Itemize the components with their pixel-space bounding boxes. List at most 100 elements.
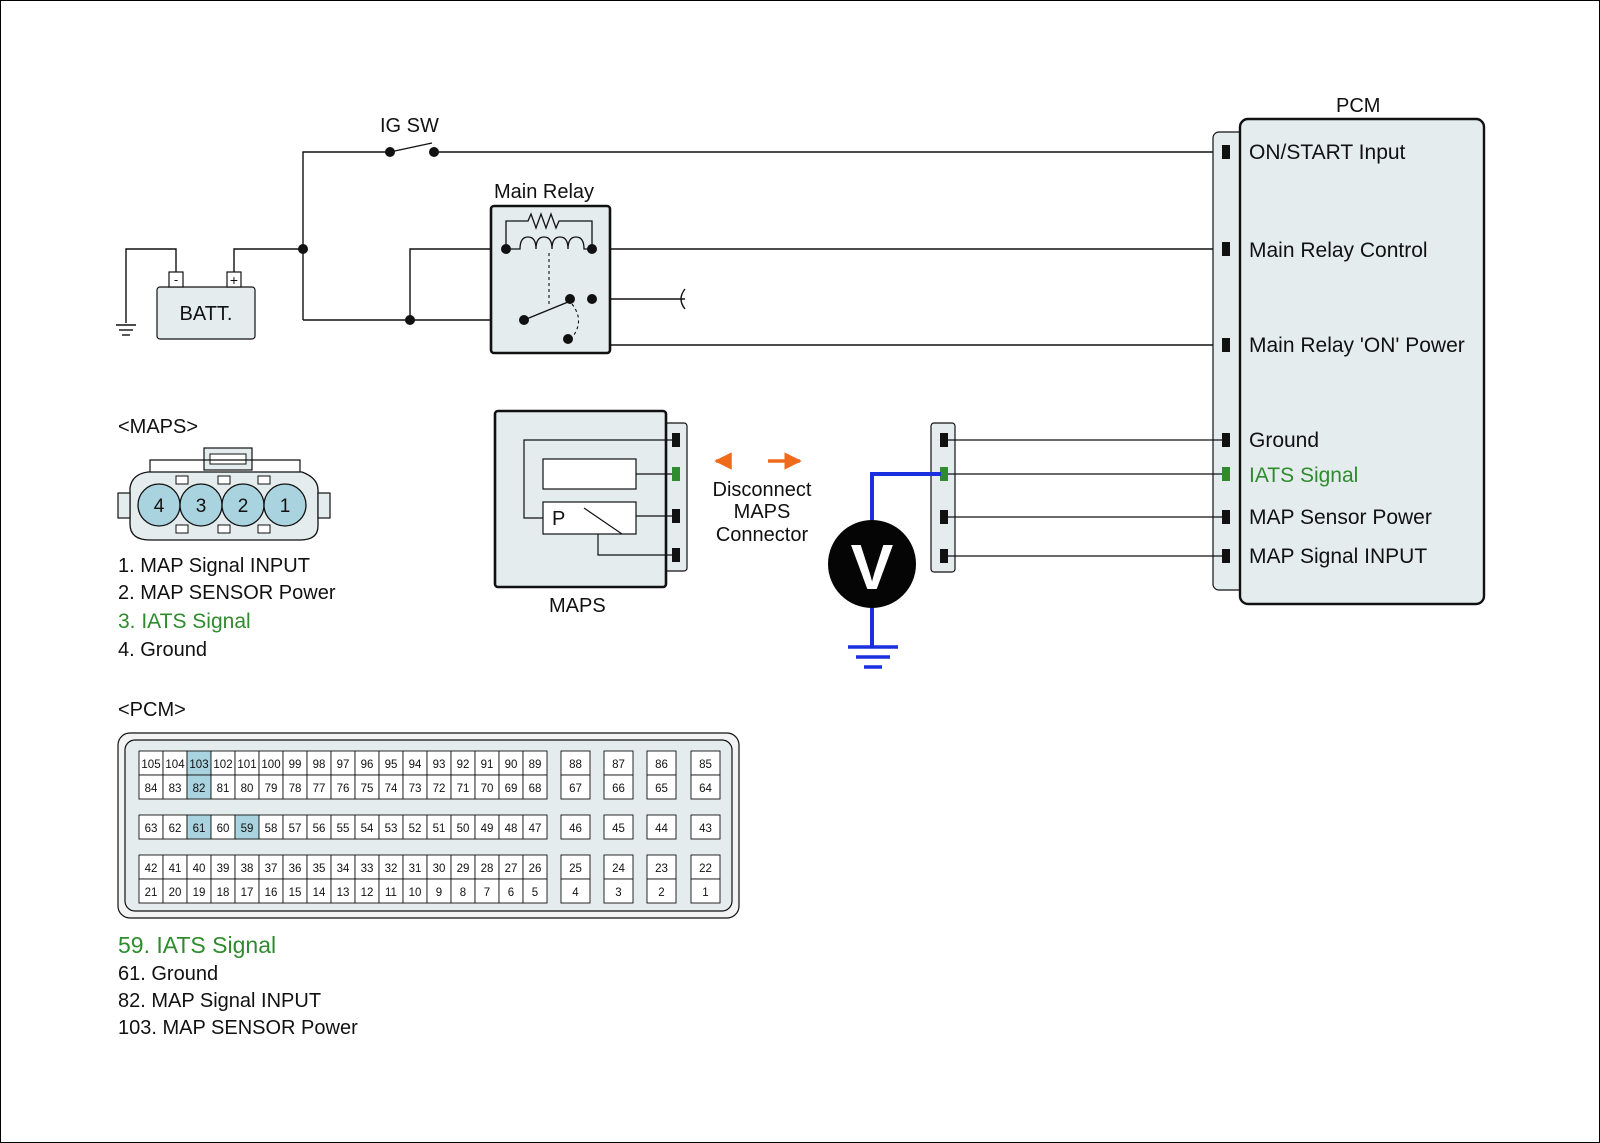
pcm-pin-cell [402, 878, 428, 904]
pcm-pin-label: 43 [699, 823, 712, 835]
pcm-pin-label: 103 [189, 759, 208, 771]
pcm-pin-label: 59 [241, 823, 254, 835]
pcm-pin-label: 31 [409, 863, 422, 875]
pcm-terminal-on-start: ON/START Input [1249, 141, 1406, 164]
pcm-pin-cell [282, 750, 308, 776]
pcm-pin-cell [258, 750, 284, 776]
pcm-pin-cell [690, 878, 721, 904]
pcm-pin-label: 13 [337, 887, 350, 899]
pcm-pin-label: 33 [361, 863, 374, 875]
pcm-pin-label: 73 [409, 783, 422, 795]
pcm-pin-cell [354, 774, 380, 800]
pcm-pin-label: 60 [217, 823, 230, 835]
pcm-pin-cell [234, 750, 260, 776]
pcm-pin-label: 61 [193, 823, 206, 835]
pcm-pin-label: 64 [699, 783, 712, 795]
pcm-pin-label: 20 [169, 887, 182, 899]
pcm-title: PCM [1336, 95, 1380, 117]
pcm-pin-label: 10 [409, 887, 422, 899]
pcm-pin-label: 91 [481, 759, 494, 771]
pcm-pin-cell [646, 750, 677, 776]
pcm-pin-label: 14 [313, 887, 326, 899]
pcm-pin-label: 12 [361, 887, 374, 899]
pcm-pin-label: 72 [433, 783, 446, 795]
pcm-pin-label: 99 [289, 759, 302, 771]
pcm-pin-cell [354, 854, 380, 880]
pcm-terminal-iats: IATS Signal [1249, 464, 1358, 487]
pcm-terminal-ground: Ground [1249, 429, 1319, 452]
pcm-pin-label: 2 [658, 887, 664, 899]
maps-legend-4: 4. Ground [118, 639, 207, 661]
pcm-terminal-relay-on-power: Main Relay 'ON' Power [1249, 334, 1465, 357]
pcm-pin-cell [138, 774, 164, 800]
pcm-pin-label: 29 [457, 863, 470, 875]
pcm-pin-cell [498, 814, 524, 840]
maps-legend-1: 1. MAP Signal INPUT [118, 555, 310, 577]
pcm-pin-cell [330, 814, 356, 840]
pcm-pin-label: 69 [505, 783, 518, 795]
pcm-pin-cell [306, 814, 332, 840]
wires [116, 142, 1222, 346]
pcm-pin-label: 35 [313, 863, 326, 875]
pcm-pin-label: 56 [313, 823, 326, 835]
pcm-pin-label: 58 [265, 823, 278, 835]
pcm-pin-cell [522, 750, 548, 776]
maps-pin-4: 4 [154, 496, 165, 517]
pcm-pin-label: 77 [313, 783, 326, 795]
pcm-pin-label: 79 [265, 783, 278, 795]
pcm-pin-cell [186, 774, 212, 800]
pcm-pin-label: 86 [655, 759, 668, 771]
pcm-pin-cell [186, 878, 212, 904]
pcm-pin-label: 11 [385, 887, 397, 899]
pcm-pin-cell [522, 854, 548, 880]
pcm-pin-label: 82 [193, 783, 206, 795]
pcm-pin-label: 42 [145, 863, 158, 875]
pcm-pin-label: 94 [409, 759, 422, 771]
pcm-pin-cell [522, 878, 548, 904]
pcm-pin-cell [690, 774, 721, 800]
pcm-pin-label: 1 [702, 887, 708, 899]
pcm-pin-cell [450, 814, 476, 840]
pcm-pin-label: 54 [361, 823, 374, 835]
maps-p-label: P [552, 508, 565, 530]
pcm-pin-label: 50 [457, 823, 470, 835]
pcm-pin-cell [690, 854, 721, 880]
pcm-pin-label: 105 [141, 759, 160, 771]
pcm-pin-label: 53 [385, 823, 398, 835]
pcm-connector-title: <PCM> [118, 699, 186, 721]
pcm-pin-label: 75 [361, 783, 374, 795]
pcm-pin-label: 28 [481, 863, 494, 875]
pcm-pin-cell [603, 878, 634, 904]
pcm-pin-label: 80 [241, 783, 254, 795]
pcm-pin-label: 25 [569, 863, 582, 875]
pcm-pin-label: 26 [529, 863, 542, 875]
pcm-pin-cell [378, 750, 404, 776]
pcm-pin-label: 63 [145, 823, 158, 835]
pcm-pin-cell [354, 814, 380, 840]
pcm-module [1212, 117, 1486, 606]
pcm-pin-cell [603, 814, 634, 840]
pcm-pin-cell [474, 750, 500, 776]
pcm-pin-label: 45 [612, 823, 625, 835]
pcm-pin-label: 97 [337, 759, 350, 771]
maps-connector-title: <MAPS> [118, 416, 198, 438]
pcm-pin-cell [138, 814, 164, 840]
pcm-pin-cell [162, 814, 188, 840]
pcm-pin-label: 23 [655, 863, 668, 875]
pcm-legend-82: 82. MAP Signal INPUT [118, 990, 321, 1012]
pcm-pin-cell [354, 878, 380, 904]
pcm-pin-label: 24 [612, 863, 625, 875]
maps-pin-1: 1 [280, 496, 291, 517]
pcm-pin-label: 27 [505, 863, 518, 875]
pcm-pin-label: 16 [265, 887, 278, 899]
pcm-pin-label: 83 [169, 783, 182, 795]
maps-legend-3: 3. IATS Signal [118, 610, 251, 633]
pcm-pin-label: 6 [508, 887, 514, 899]
pcm-pin-label: 88 [569, 759, 582, 771]
pcm-pin-label: 37 [265, 863, 278, 875]
pcm-pin-cell [378, 878, 404, 904]
pcm-pin-label: 89 [529, 759, 542, 771]
pcm-pin-cell [258, 854, 284, 880]
pcm-pin-cell [603, 774, 634, 800]
